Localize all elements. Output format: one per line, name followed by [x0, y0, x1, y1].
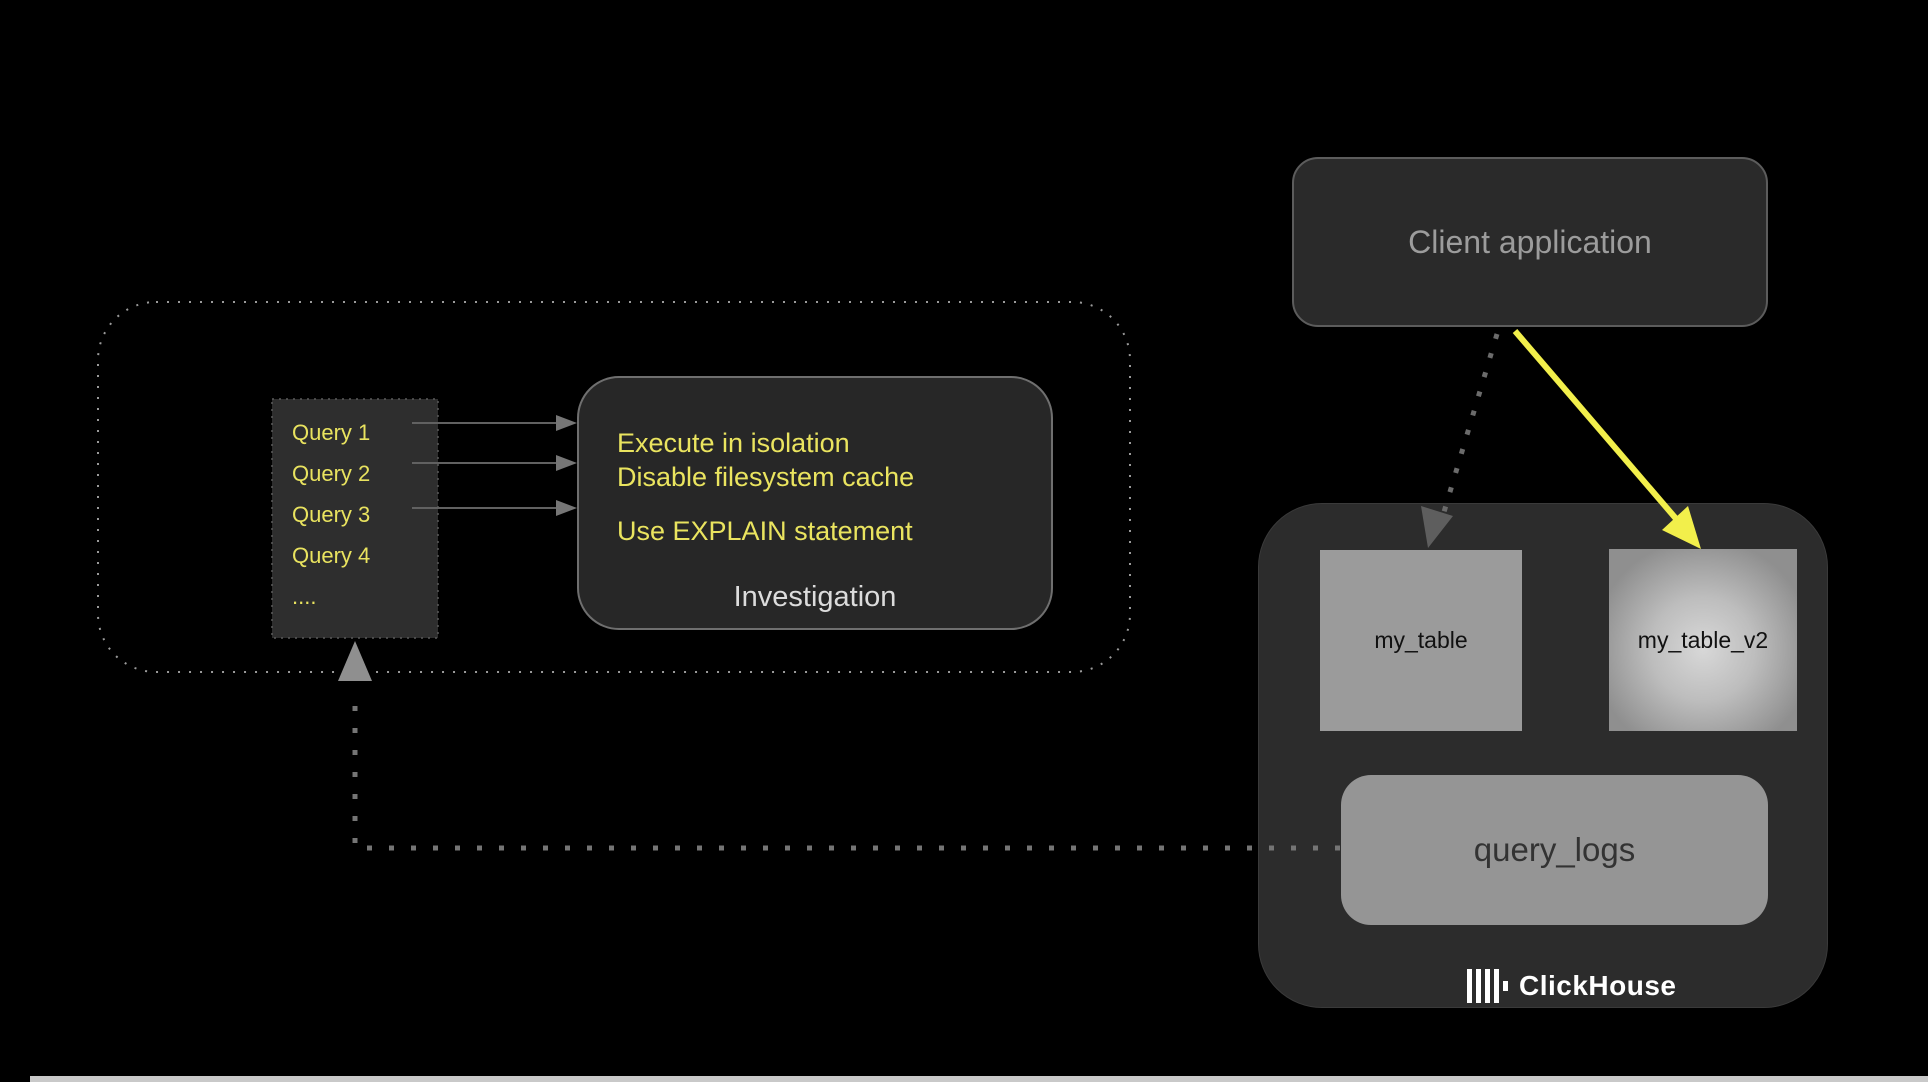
table-node-my-table: my_table [1320, 550, 1522, 731]
clickhouse-brand-label: ClickHouse [1519, 970, 1677, 1001]
query-logs-connector-arrowhead [338, 641, 372, 681]
investigation-step: Disable filesystem cache [617, 462, 915, 492]
query-logs-connector [352, 693, 1340, 851]
investigation-step: Use EXPLAIN statement [617, 516, 913, 546]
table-node-my-table-v2: my_table_v2 [1609, 549, 1797, 731]
query-list-item: Query 2 [292, 461, 371, 486]
query-list-panel: Query 1 Query 2 Query 3 Query 4 .... [272, 399, 438, 638]
client-application-node: Client application [1292, 157, 1768, 327]
investigation-panel: Execute in isolation Disable filesystem … [577, 376, 1053, 630]
query-logs-label: query_logs [1473, 831, 1636, 868]
query-list-item: Query 1 [292, 420, 371, 445]
clickhouse-container: my_table my_table_v2 query_logs ClickHou… [1258, 503, 1828, 1008]
investigation-caption: Investigation [733, 581, 897, 613]
my-table-v2-label: my_table_v2 [1637, 626, 1769, 653]
clickhouse-brand: ClickHouse [1467, 967, 1677, 1005]
query-list-item: Query 4 [292, 543, 371, 568]
clickhouse-logo-icon [1467, 967, 1508, 1005]
query-list-item-ellipsis: .... [292, 584, 317, 609]
query-list-item: Query 3 [292, 502, 371, 527]
investigation-step: Execute in isolation [617, 428, 850, 458]
query-logs-node: query_logs [1341, 775, 1768, 925]
my-table-label: my_table [1374, 627, 1468, 653]
window-edge-strip [30, 1076, 1928, 1082]
client-application-label: Client application [1408, 223, 1652, 260]
